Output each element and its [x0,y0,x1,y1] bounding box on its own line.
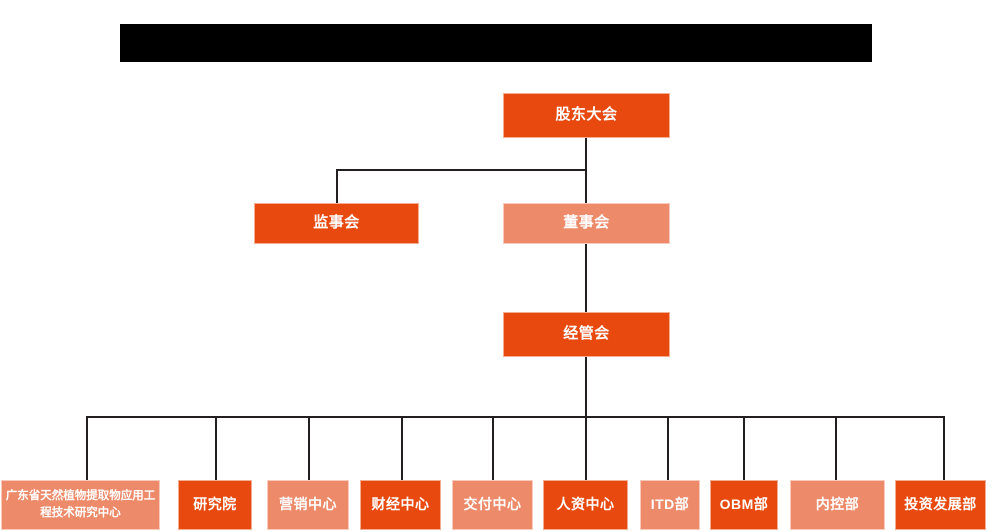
connector-directors-to-management [585,243,587,313]
node-label: 财经中心 [371,496,430,513]
connector-drop-dept-10 [943,416,945,480]
connector-drop-dept-3 [308,416,310,480]
connector-drop-dept-8 [743,416,745,480]
node-dept-marketing-center[interactable]: 营销中心 [267,480,349,530]
node-label: 营销中心 [279,496,337,513]
node-label: 股东大会 [555,106,618,124]
node-label: 投资发展部 [904,496,977,513]
connector-department-bus [86,416,945,418]
connector-drop-dept-6 [585,416,587,480]
node-label: ITD部 [650,496,690,513]
redacted-title-bar [120,24,872,62]
node-label: 监事会 [313,214,360,232]
node-label: 人资中心 [556,496,615,513]
connector-drop-dept-9 [835,416,837,480]
connector-drop-supervisors [336,169,338,204]
node-board-of-directors[interactable]: 董事会 [503,203,670,244]
node-board-of-supervisors[interactable]: 监事会 [254,203,419,244]
node-dept-obm[interactable]: OBM部 [710,480,778,530]
node-dept-finance-center[interactable]: 财经中心 [360,480,441,530]
connector-drop-dept-2 [215,416,217,480]
node-shareholders-meeting[interactable]: 股东大会 [503,93,670,138]
node-management-committee[interactable]: 经管会 [503,312,670,357]
connector-drop-directors [585,169,587,204]
node-dept-itd[interactable]: ITD部 [640,480,700,530]
node-dept-hr-center[interactable]: 人资中心 [543,480,628,530]
connector-drop-dept-7 [667,416,669,480]
node-dept-investment-development[interactable]: 投资发展部 [895,480,986,530]
connector-drop-dept-5 [492,416,494,480]
connector-drop-dept-4 [401,416,403,480]
connector-shareholders-to-supervisors [336,169,587,171]
node-dept-delivery-center[interactable]: 交付中心 [452,480,533,530]
connector-shareholders-down [585,137,587,170]
node-label: 内控部 [815,496,860,513]
connector-drop-dept-1 [86,416,88,480]
node-label: 广东省天然植物提取物应用工程技术研究中心 [5,490,156,519]
node-dept-research-institute[interactable]: 研究院 [178,480,252,530]
node-label: 董事会 [563,214,610,232]
connector-management-to-bus [585,357,587,417]
node-label: 交付中心 [463,496,522,513]
node-label: 研究院 [193,496,237,513]
node-dept-internal-control[interactable]: 内控部 [790,480,885,530]
node-label: OBM部 [719,496,769,513]
node-dept-guangdong-research-center[interactable]: 广东省天然植物提取物应用工程技术研究中心 [1,480,160,530]
node-label: 经管会 [563,325,610,343]
